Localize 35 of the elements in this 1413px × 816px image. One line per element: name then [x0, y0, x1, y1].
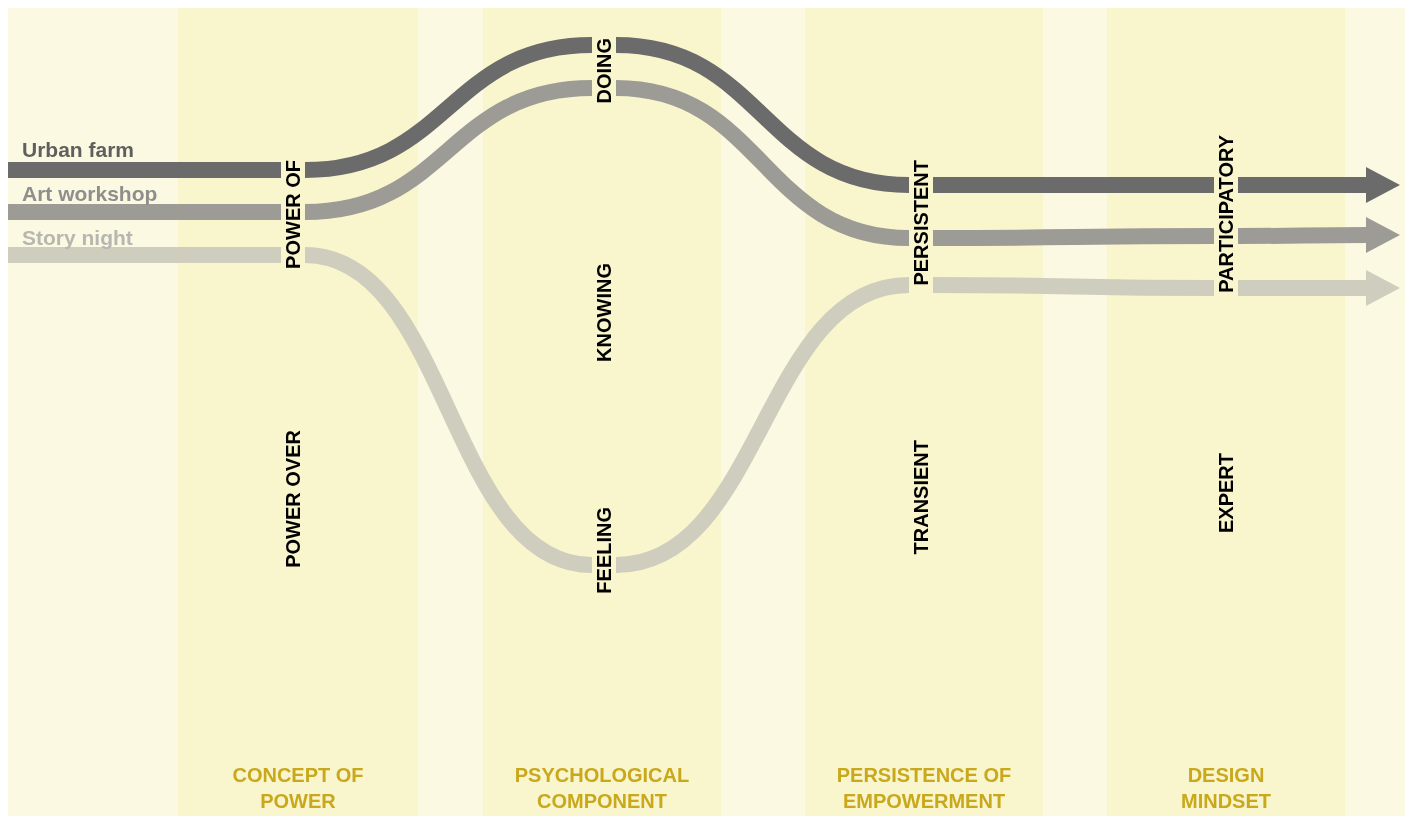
column-heading: PSYCHOLOGICAL COMPONENT	[513, 763, 691, 814]
flow-line	[8, 247, 281, 263]
column-band	[178, 8, 418, 816]
column-heading: CONCEPT OF POWER	[231, 763, 365, 814]
vertical-label: POWER OVER	[281, 430, 305, 568]
column-heading: DESIGN MINDSET	[1180, 763, 1272, 814]
flow-label: Urban farm	[8, 138, 135, 180]
flow-arrow	[1238, 167, 1400, 203]
flow-line	[614, 277, 911, 573]
flow-arrow	[1238, 270, 1400, 306]
column-band	[1107, 8, 1345, 816]
flow-arrow	[1238, 217, 1400, 253]
flow-line	[615, 80, 910, 246]
vertical-label: EXPERT	[1214, 453, 1238, 534]
flow-line	[304, 80, 593, 220]
flow-line	[8, 204, 281, 220]
vertical-label: PARTICIPATORY	[1214, 135, 1238, 293]
flow-line	[933, 177, 1214, 193]
column-heading: PERSISTENCE OF EMPOWERMENT	[835, 763, 1013, 814]
vertical-label: PERSISTENT	[909, 160, 933, 286]
vertical-label: POWER OF	[281, 160, 305, 269]
vertical-label: KNOWING	[592, 263, 616, 362]
flow-line	[933, 228, 1214, 246]
vertical-label: FEELING	[592, 507, 616, 594]
column-band	[805, 8, 1043, 816]
flow-line	[615, 37, 910, 193]
flow-label: Story night	[8, 226, 133, 264]
flow-line	[932, 277, 1215, 296]
vertical-label: DOING	[592, 38, 616, 104]
flow-label: Art workshop	[8, 182, 158, 222]
column-band	[483, 8, 721, 816]
flow-line	[303, 247, 594, 573]
vertical-label: TRANSIENT	[909, 440, 933, 555]
flow-line	[304, 37, 593, 178]
flow-line	[8, 162, 281, 178]
